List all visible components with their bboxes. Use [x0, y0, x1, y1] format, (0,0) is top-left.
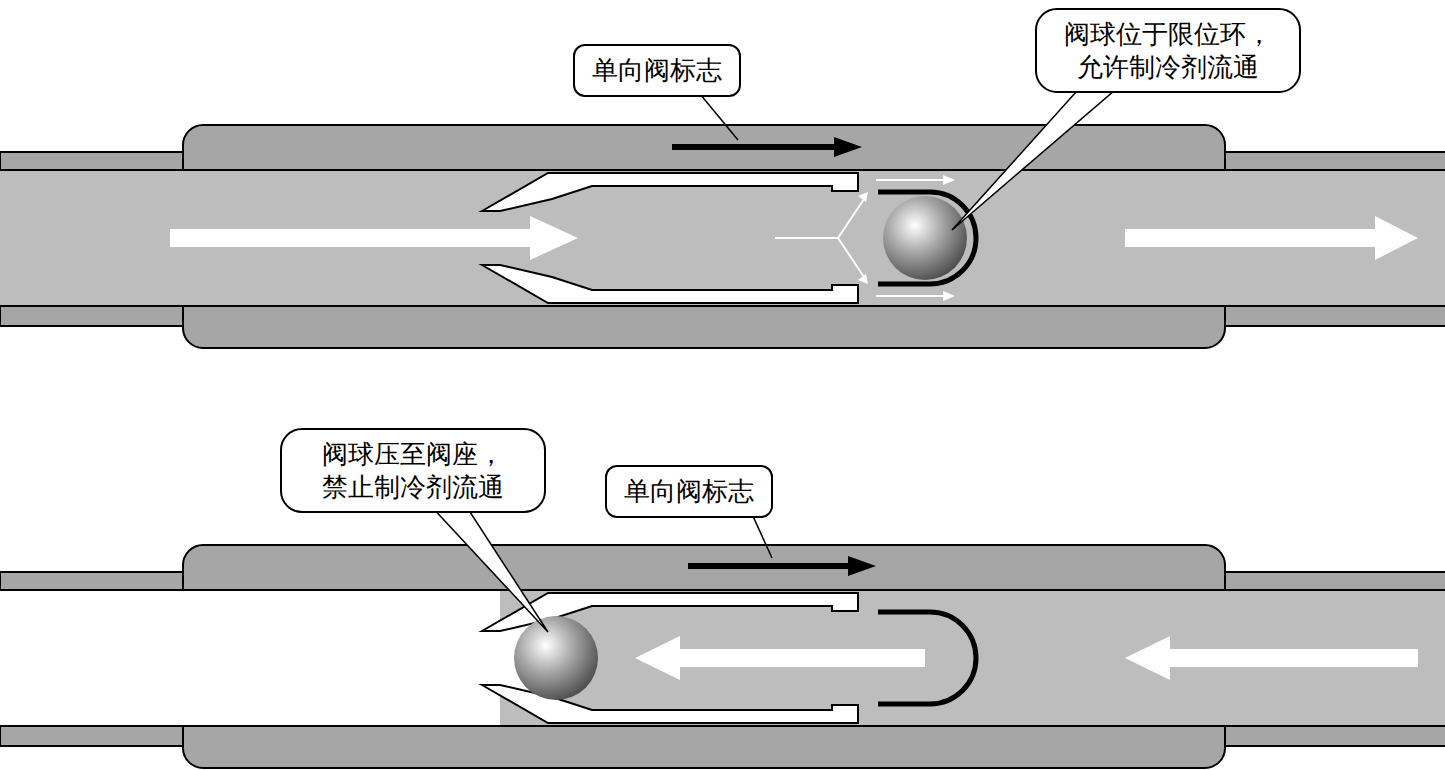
label-box: 单向阀标志 [573, 44, 741, 97]
label-text: 单向阀标志 [624, 475, 754, 508]
callout-bubble: 阀球位于限位环， 允许制冷剂流通 [1035, 8, 1301, 93]
label-box: 单向阀标志 [605, 465, 773, 518]
label-text: 阀球位于限位环， 允许制冷剂流通 [1056, 18, 1280, 83]
label-text: 单向阀标志 [592, 54, 722, 87]
label-text: 阀球压至阀座， 禁止制冷剂流通 [301, 438, 525, 503]
callout-bubble: 阀球压至阀座， 禁止制冷剂流通 [280, 428, 546, 513]
valve-open [0, 82, 1445, 348]
valve-closed [0, 505, 1445, 768]
